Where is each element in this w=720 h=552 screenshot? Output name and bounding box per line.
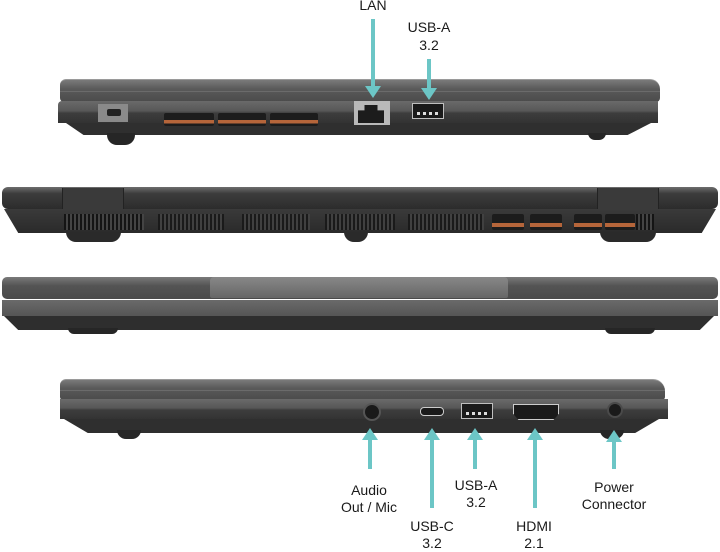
left-side-vent — [270, 113, 318, 126]
rear-vent — [158, 214, 224, 230]
rear-vent — [636, 214, 654, 230]
usb-a-port-right — [461, 403, 493, 419]
left-side-lid — [60, 79, 660, 102]
hdmi-arrow — [533, 439, 537, 508]
audio-arrow — [368, 439, 372, 469]
hdmi-label-line1: HDMI — [516, 518, 552, 534]
power-arrow — [612, 441, 616, 469]
right-side-foot — [117, 430, 141, 439]
hdmi-label-line2: 2.1 — [524, 535, 544, 551]
left-side-vent — [218, 113, 266, 126]
rear-vent-copper — [574, 214, 602, 230]
front-base — [2, 300, 718, 316]
usb-a-port-left — [412, 103, 444, 119]
lan-port-icon — [358, 105, 384, 123]
usb-a-right-arrow-head-icon — [467, 428, 483, 440]
usb-c-port — [420, 407, 444, 416]
usb-a-left-label-line1: USB-A — [407, 19, 451, 35]
left-side-foot — [588, 133, 606, 140]
usb-a-left-arrow-head-icon — [421, 88, 437, 100]
usb-a-right-arrow — [473, 439, 477, 469]
audio-arrow-head-icon — [362, 428, 378, 440]
audio-jack — [363, 403, 381, 421]
lan-arrow — [371, 19, 375, 87]
power-label-line2: Connector — [581, 496, 647, 512]
lan-arrow-head-icon — [365, 86, 381, 98]
hdmi-arrow-head-icon — [527, 428, 543, 440]
left-side-foot — [107, 133, 135, 145]
rear-vent — [64, 214, 144, 230]
security-lock-slot — [98, 104, 128, 122]
right-side-bottom — [64, 419, 659, 433]
power-label-line1: Power — [594, 479, 634, 495]
usb-c-label-line2: 3.2 — [422, 535, 442, 551]
audio-label-line2: Out / Mic — [340, 499, 398, 515]
lan-label: LAN — [359, 0, 387, 13]
rear-vent — [408, 214, 484, 230]
left-side-vent — [164, 113, 214, 126]
lan-port — [354, 101, 390, 125]
usb-c-label-line1: USB-C — [410, 518, 454, 534]
rear-foot — [66, 232, 121, 242]
usb-c-arrow — [430, 439, 434, 508]
rear-foot — [600, 232, 656, 242]
usb-a-right-label-line2: 3.2 — [466, 494, 486, 510]
left-side-bottom — [66, 123, 651, 135]
power-arrow-head-icon — [606, 430, 622, 442]
rear-vent-copper — [605, 214, 635, 230]
audio-label-line1: Audio — [351, 482, 387, 498]
usb-a-left-arrow — [427, 59, 431, 89]
rear-hinge-right — [597, 188, 659, 210]
usb-c-arrow-head-icon — [424, 428, 440, 440]
right-side-lid — [60, 379, 665, 400]
front-foot — [605, 328, 655, 334]
rear-hinge-left — [62, 188, 124, 210]
usb-a-left-label-line2: 3.2 — [419, 37, 439, 53]
rear-vent-copper — [492, 214, 524, 230]
rear-vent — [242, 214, 310, 230]
usb-a-right-label-line1: USB-A — [454, 477, 498, 493]
power-connector — [607, 402, 623, 418]
front-foot — [68, 328, 118, 334]
rear-lid — [2, 187, 718, 209]
rear-foot — [344, 232, 368, 242]
rear-vent — [325, 214, 395, 230]
rear-vent-copper — [530, 214, 562, 230]
hdmi-port — [513, 404, 559, 420]
front-lid-lip — [210, 277, 508, 298]
front-bottom — [4, 316, 714, 330]
